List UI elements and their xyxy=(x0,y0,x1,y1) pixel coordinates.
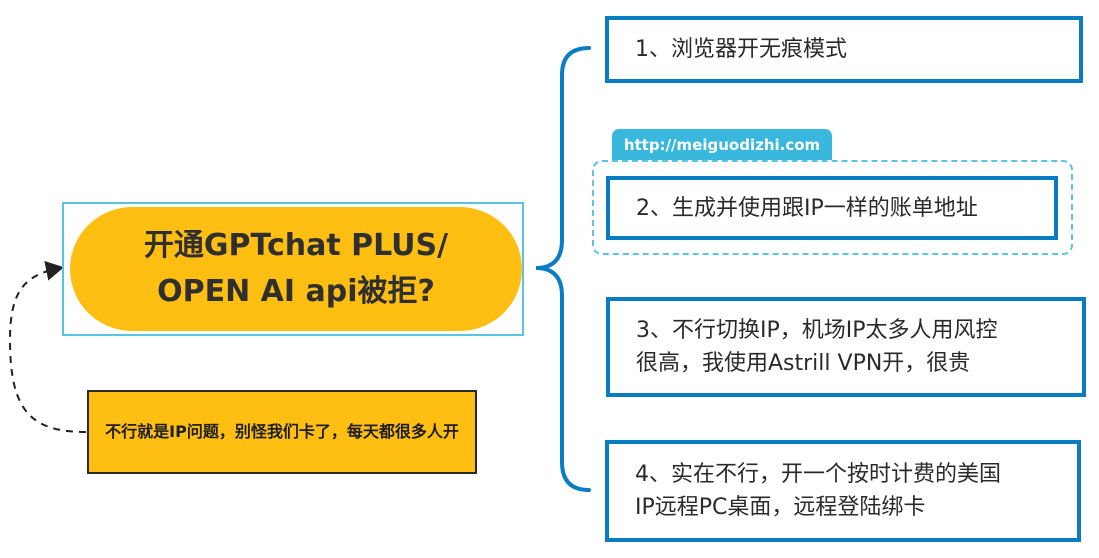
branch-1[interactable]: 1、浏览器开无痕模式 xyxy=(605,16,1083,83)
highlight-frame xyxy=(592,160,1073,255)
branch-4-line1: 4、实在不行，开一个按时计费的美国 xyxy=(635,462,1001,487)
branch-3-line1: 3、不行切换IP，机场IP太多人用风控 xyxy=(636,318,998,343)
url-tag-text: http://meiguodizhi.com xyxy=(623,135,821,154)
branch-1-line1: 1、浏览器开无痕模式 xyxy=(635,37,847,62)
central-topic-line2: OPEN AI api被拒? xyxy=(157,274,435,309)
central-topic-line1: 开通GPTchat PLUS/ xyxy=(143,228,449,263)
branch-4-line2: IP远程PC桌面，远程登陆绑卡 xyxy=(635,495,926,520)
branch-3-line2: 很高，我使用Astrill VPN开，很贵 xyxy=(636,351,971,376)
note-box[interactable]: 不行就是IP问题，别怪我们卡了，每天都很多人开 xyxy=(87,390,477,474)
branch-4[interactable]: 4、实在不行，开一个按时计费的美国 IP远程PC桌面，远程登陆绑卡 xyxy=(605,440,1081,542)
branch-3[interactable]: 3、不行切换IP，机场IP太多人用风控 很高，我使用Astrill VPN开，很… xyxy=(606,297,1086,397)
note-text: 不行就是IP问题，别怪我们卡了，每天都很多人开 xyxy=(105,422,459,441)
branch-brace xyxy=(535,46,591,492)
central-topic[interactable]: 开通GPTchat PLUS/ OPEN AI api被拒? xyxy=(70,207,522,331)
feedback-arrow xyxy=(8,260,87,433)
url-tag[interactable]: http://meiguodizhi.com xyxy=(612,129,832,160)
branch-2[interactable]: 2、生成并使用跟IP一样的账单地址 xyxy=(606,176,1058,240)
branch-2-line1: 2、生成并使用跟IP一样的账单地址 xyxy=(636,195,978,221)
